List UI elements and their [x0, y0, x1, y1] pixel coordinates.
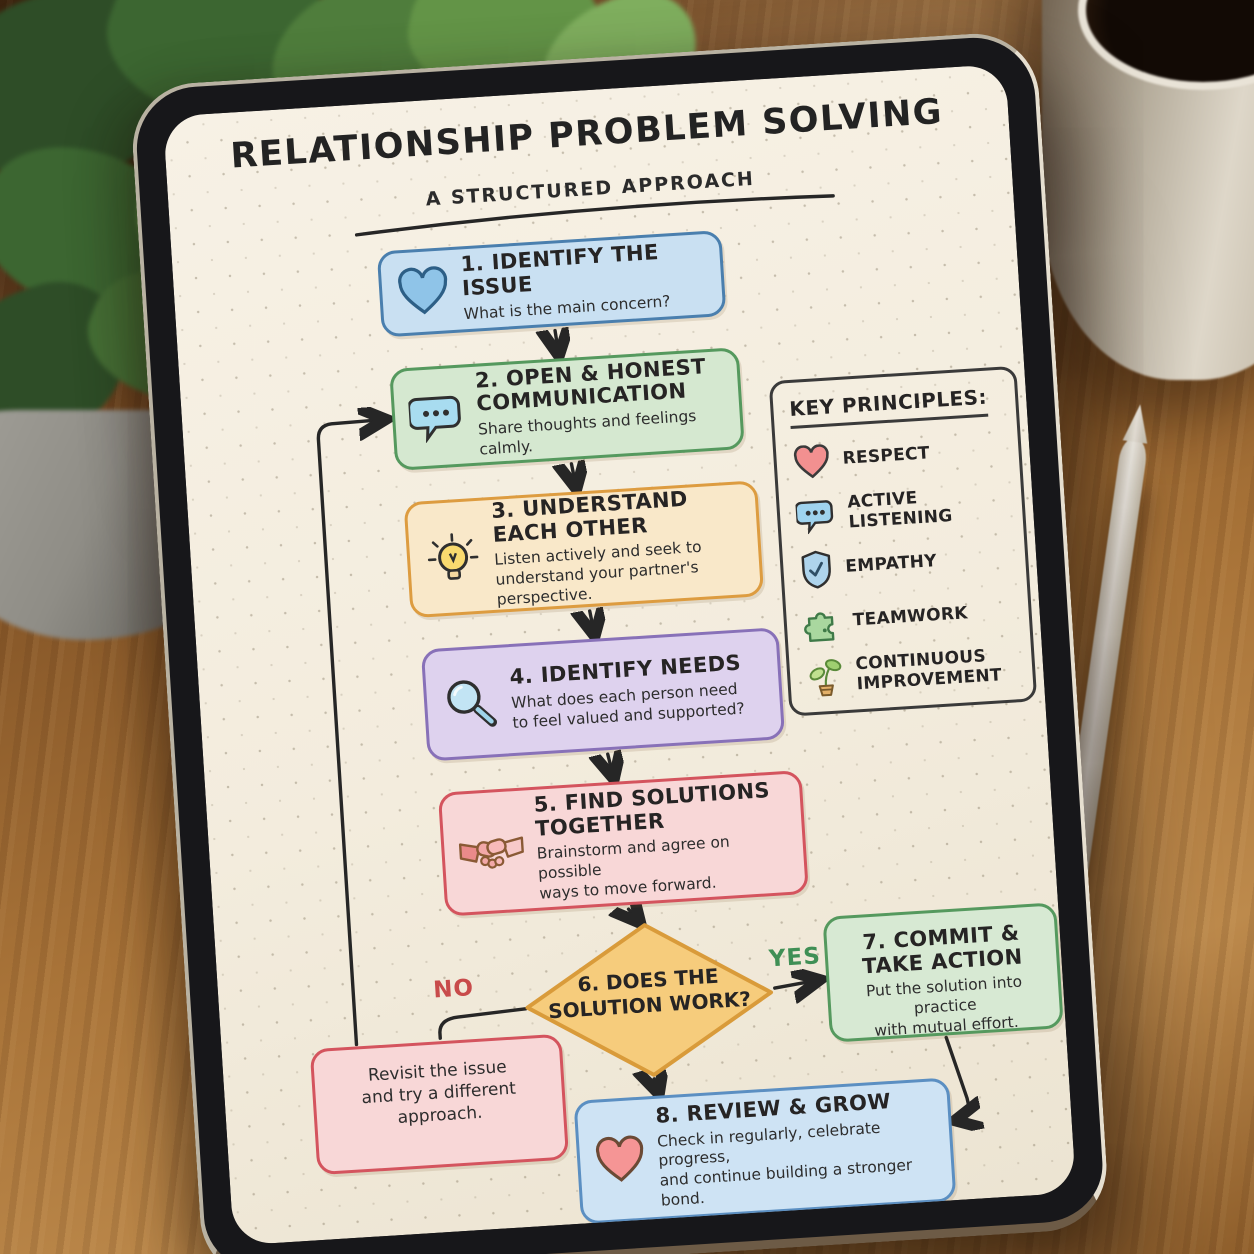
loopback-text: Revisit the issue and try a different ap… [360, 1057, 517, 1129]
lightbulb-icon [422, 527, 484, 589]
key-principle-active-listening: ACTIVE LISTENING [795, 482, 1009, 539]
shield-check-icon [798, 549, 834, 591]
key-principle-label: EMPATHY [844, 551, 938, 578]
chat-bubble-icon [795, 496, 837, 535]
key-principle-label: ACTIVE LISTENING [846, 488, 954, 533]
chat-bubble-icon [407, 390, 467, 444]
step-desc: Put the solution into practice with mutu… [865, 973, 1023, 1040]
yes-branch-label: YES [768, 943, 822, 973]
key-principle-respect: RESPECT [791, 428, 1005, 485]
key-principle-continuous-improvement: CONTINUOUS IMPROVEMENT [805, 643, 1019, 700]
heart-icon [395, 265, 452, 318]
step-4-identify-needs: 4. IDENTIFY NEEDS What does each person … [420, 627, 786, 762]
heart-icon [792, 443, 832, 480]
step-desc: Check in regularly, celebrate progress, … [656, 1118, 913, 1210]
key-principle-label: RESPECT [842, 443, 931, 469]
arrow-step2-step3 [571, 464, 575, 486]
arrow-step1-step2 [555, 330, 558, 352]
arrow-step4-step5 [608, 754, 613, 776]
handshake-icon [457, 827, 526, 877]
arrow-loopback-step2 [316, 420, 421, 1047]
key-principle-label: CONTINUOUS IMPROVEMENT [855, 646, 1003, 695]
step-8-review-grow: 8. REVIEW & GROW Check in regularly, cel… [573, 1077, 957, 1225]
heart-icon [593, 1134, 648, 1187]
magnifier-icon [439, 672, 501, 734]
arrow-step3-step4 [590, 611, 594, 633]
key-principle-label: TEAMWORK [852, 603, 969, 631]
step-7-commit-take-action: 7. COMMIT & TAKE ACTION Put the solution… [822, 902, 1064, 1043]
loopback-box: Revisit the issue and try a different ap… [309, 1033, 570, 1176]
tablet-screen: RELATIONSHIP PROBLEM SOLVING A STRUCTURE… [162, 63, 1077, 1246]
step-3-understand-each-other: 3. UNDERSTAND EACH OTHER Listen actively… [403, 480, 765, 619]
puzzle-icon [802, 603, 842, 643]
key-principles-panel: KEY PRINCIPLES: RESPECT ACTIVE LISTENING [768, 365, 1038, 717]
arrow-yes-decision-step7 [773, 980, 816, 988]
no-branch-label: NO [432, 975, 475, 1004]
step-title: 7. COMMIT & TAKE ACTION [861, 920, 1024, 979]
step-2-open-communication: 2. OPEN & HONEST COMMUNICATION Share tho… [389, 347, 745, 471]
subtitle-underline [354, 194, 835, 237]
arrow-no-decision-loopback [438, 1007, 528, 1040]
flow-connectors [316, 194, 1076, 1246]
step-1-identify-issue: 1. IDENTIFY THE ISSUE What is the main c… [376, 229, 727, 338]
key-principle-teamwork: TEAMWORK [802, 589, 1016, 646]
arrow-step7-step8 [946, 1035, 969, 1120]
key-principle-empathy: EMPATHY [798, 535, 1012, 592]
arrow-decision-step8 [654, 1079, 658, 1091]
step-desc: Brainstorm and agree on possible ways to… [536, 832, 731, 903]
key-principles-title: KEY PRINCIPLES: [788, 384, 989, 430]
sprout-icon [805, 655, 846, 699]
arrow-step5-decision [629, 909, 639, 922]
step-desc: Listen actively and seek to understand y… [493, 538, 703, 609]
step-5-find-solutions: 5. FIND SOLUTIONS TOGETHER Brainstorm an… [437, 770, 809, 917]
tablet: RELATIONSHIP PROBLEM SOLVING A STRUCTURE… [128, 29, 1111, 1254]
